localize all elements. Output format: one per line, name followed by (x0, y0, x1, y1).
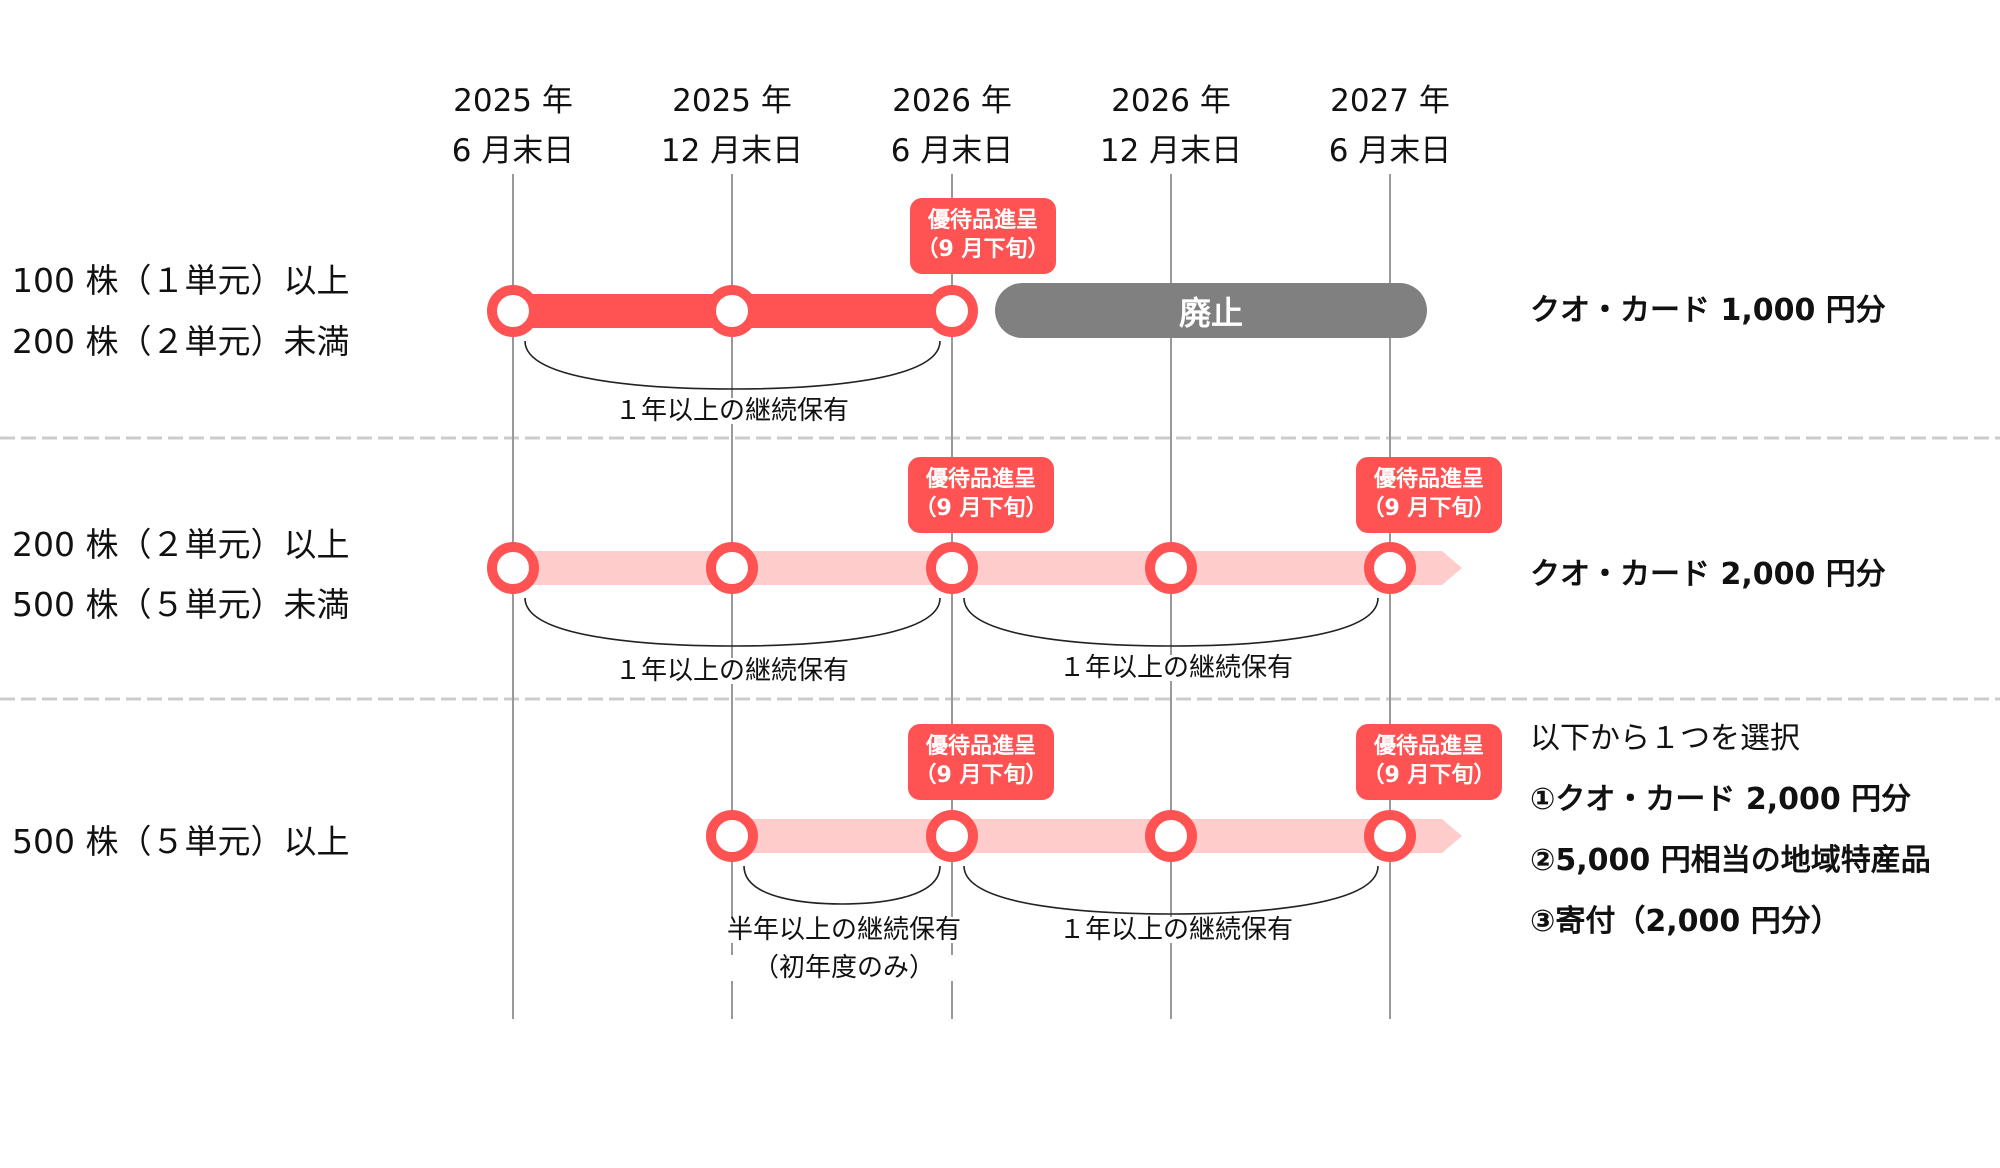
row3-milestone-3 (1145, 810, 1197, 862)
row3-prize-option-3: ③寄付（2,000 円分） (1530, 904, 1841, 939)
column-year-4: 2026 年 (1111, 83, 1231, 119)
row3-label: 500 株（５単元）以上 (12, 822, 350, 861)
column-year-5: 2027 年 (1330, 83, 1450, 119)
row3-prize-option-1: ①クオ・カード 2,000 円分 (1530, 782, 1912, 817)
badge-timing: （9 月下旬） (914, 763, 1048, 788)
row1-milestone-3 (926, 285, 978, 337)
row3-milestone-4 (1364, 810, 1416, 862)
row2-holding-brace-1 (524, 597, 941, 647)
column-year-3: 2026 年 (892, 83, 1012, 119)
row2-milestone-2 (706, 542, 758, 594)
badge-title: 優待品進呈 (925, 734, 1036, 760)
badge-timing: （9 月下旬） (914, 496, 1048, 521)
badge-title: 優待品進呈 (925, 467, 1036, 493)
row3-milestone-1 (706, 810, 758, 862)
badge-title: 優待品進呈 (927, 208, 1038, 234)
row3-holding-note-2: １年以上の継続保有 (1016, 917, 1336, 943)
row2-holding-note-1: １年以上の継続保有 (572, 658, 892, 684)
column-year-1: 2025 年 (453, 83, 573, 119)
badge-title: 優待品進呈 (1373, 467, 1484, 493)
row2-milestone-4 (1145, 542, 1197, 594)
row1-milestone-1 (487, 285, 539, 337)
badge-title: 優待品進呈 (1373, 734, 1484, 760)
badge-timing: （9 月下旬） (1362, 496, 1496, 521)
row1-prize: クオ・カード 1,000 円分 (1530, 293, 1886, 328)
row3-holding-arrow (732, 819, 1462, 853)
row2-milestone-1 (487, 542, 539, 594)
column-date-3: 6 月末日 (890, 133, 1014, 169)
row3-prize-option-2: ②5,000 円相当の地域特産品 (1530, 843, 1931, 878)
column-date-5: 6 月末日 (1328, 133, 1452, 169)
row2-holding-arrow (513, 551, 1462, 585)
abolished-pill: 廃止 (995, 283, 1427, 338)
row2-holding-brace-2 (963, 597, 1379, 647)
row3-holding-note-1: 半年以上の継続保有 (684, 917, 1004, 943)
row1-holding-note: １年以上の継続保有 (572, 398, 892, 424)
row2-holding-note-2: １年以上の継続保有 (1016, 655, 1336, 681)
column-year-2: 2025 年 (672, 83, 792, 119)
row3-holding-brace-1 (743, 865, 941, 905)
column-date-2: 12 月末日 (660, 133, 804, 169)
row2-milestone-3 (926, 542, 978, 594)
row3-milestone-2 (926, 810, 978, 862)
column-date-1: 6 月末日 (451, 133, 575, 169)
row3-holding-note-1-sub: （初年度のみ） (684, 955, 1004, 981)
row2-milestone-5 (1364, 542, 1416, 594)
row2-label-line2: 500 株（５単元）未満 (12, 585, 350, 624)
row2-prize: クオ・カード 2,000 円分 (1530, 557, 1886, 592)
row2-benefit-badge-2026: 優待品進呈 （9 月下旬） (908, 457, 1054, 533)
row2-label-line1: 200 株（２単元）以上 (12, 525, 350, 564)
row1-label-line2: 200 株（２単元）未満 (12, 322, 350, 361)
badge-timing: （9 月下旬） (916, 237, 1050, 262)
row1-benefit-badge: 優待品進呈 （9 月下旬） (910, 198, 1056, 274)
column-date-4: 12 月末日 (1099, 133, 1243, 169)
row3-benefit-badge-2027: 優待品進呈 （9 月下旬） (1356, 724, 1502, 800)
row3-prize-intro: 以下から１つを選択 (1530, 721, 1800, 756)
row1-label-line1: 100 株（１単元）以上 (12, 261, 350, 300)
row1-holding-brace-1 (524, 340, 941, 390)
row3-benefit-badge-2026: 優待品進呈 （9 月下旬） (908, 724, 1054, 800)
row3-holding-brace-2 (963, 865, 1379, 915)
row1-milestone-2 (706, 285, 758, 337)
row2-benefit-badge-2027: 優待品進呈 （9 月下旬） (1356, 457, 1502, 533)
badge-timing: （9 月下旬） (1362, 763, 1496, 788)
